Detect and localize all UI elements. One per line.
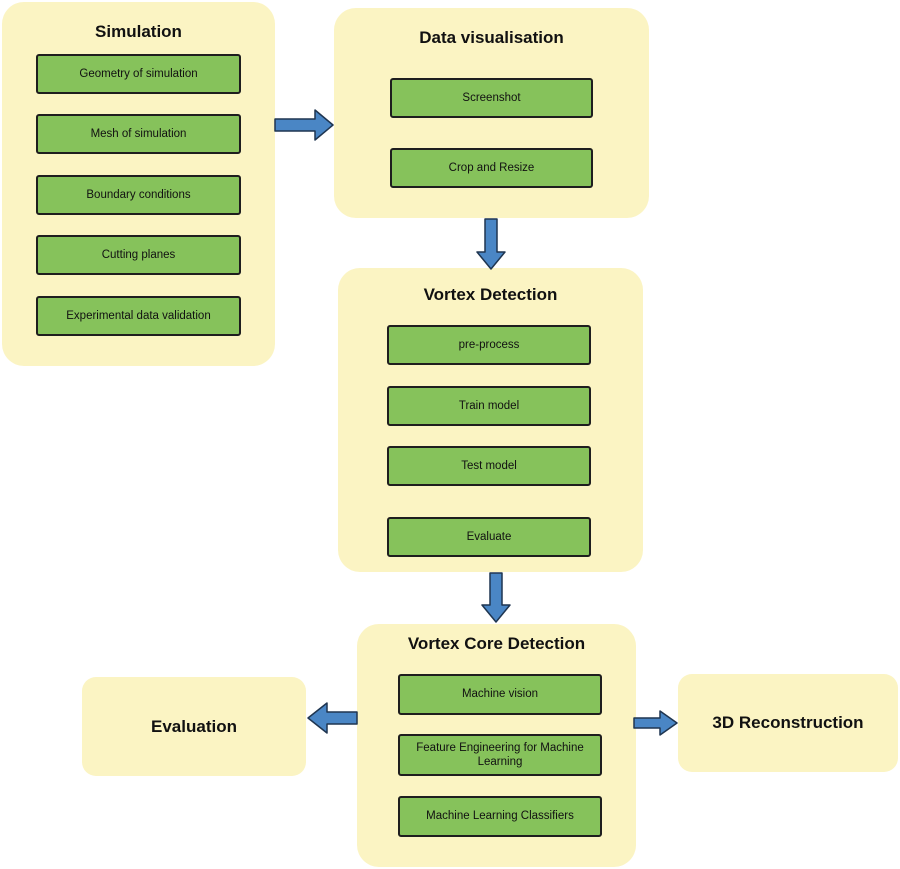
step-geometry-of-simulation[interactable]: Geometry of simulation [36,54,241,94]
vortex-detection-panel: Vortex Detection pre-process Train model… [338,268,643,572]
step-experimental-data-validation[interactable]: Experimental data validation [36,296,241,336]
arrow-core-detection-to-3d-reconstruction [633,710,678,736]
arrow-visualisation-to-vortex-detection [476,218,506,270]
step-boundary-conditions[interactable]: Boundary conditions [36,175,241,215]
step-train-model[interactable]: Train model [387,386,591,426]
reconstruction-3d-panel: 3D Reconstruction [678,674,898,772]
step-machine-learning-classifiers[interactable]: Machine Learning Classifiers [398,796,602,837]
arrow-simulation-to-visualisation [274,109,334,141]
step-mesh-of-simulation[interactable]: Mesh of simulation [36,114,241,154]
arrow-vortex-detection-to-core-detection [481,572,511,623]
step-crop-and-resize[interactable]: Crop and Resize [390,148,593,188]
reconstruction-3d-title: 3D Reconstruction [712,713,864,732]
simulation-title: Simulation [95,22,182,41]
data-visualisation-panel: Data visualisation Screenshot Crop and R… [334,8,649,218]
data-visualisation-title: Data visualisation [419,28,564,47]
evaluation-panel: Evaluation [82,677,306,776]
evaluation-title: Evaluation [151,716,237,736]
step-feature-engineering[interactable]: Feature Engineering for Machine Learning [398,734,602,776]
step-evaluate[interactable]: Evaluate [387,517,591,557]
step-screenshot[interactable]: Screenshot [390,78,593,118]
step-machine-vision[interactable]: Machine vision [398,674,602,715]
step-test-model[interactable]: Test model [387,446,591,486]
simulation-panel: Simulation Geometry of simulation Mesh o… [2,2,275,366]
arrow-core-detection-to-evaluation [307,702,358,734]
step-cutting-planes[interactable]: Cutting planes [36,235,241,275]
vortex-detection-title: Vortex Detection [423,285,558,304]
vortex-core-detection-title: Vortex Core Detection [407,634,586,653]
vortex-core-detection-panel: Vortex Core Detection Machine vision Fea… [357,624,636,867]
step-pre-process[interactable]: pre-process [387,325,591,365]
